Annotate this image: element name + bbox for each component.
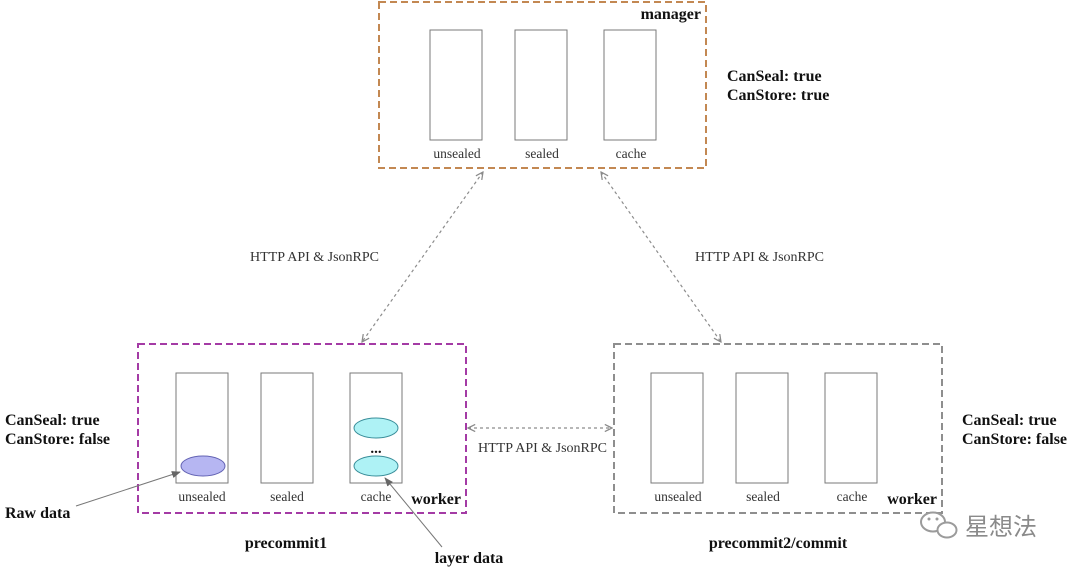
manager-bin-cache-label: cache xyxy=(616,146,647,161)
precommit2-caption: precommit2/commit xyxy=(709,535,848,552)
layer-data-ellipse-bottom xyxy=(353,455,399,477)
manager-precommit1-connector xyxy=(362,172,483,342)
precommit1-worker-label: worker xyxy=(411,491,461,508)
manager-bin-cache xyxy=(603,29,657,141)
manager-precommit1-connector-label: HTTP API & JsonRPC xyxy=(250,250,379,265)
wechat-icon-eye-right xyxy=(935,517,939,521)
raw-data-annotation: Raw data xyxy=(5,505,70,522)
precommit2-dashed-border xyxy=(613,343,943,514)
precommit1-bin-unsealed-label: unsealed xyxy=(178,489,225,504)
manager-bin-sealed-label: sealed xyxy=(525,146,559,161)
precommit1-bin-cache-label: cache xyxy=(361,489,392,504)
precommit1-bin-sealed xyxy=(260,372,314,484)
manager-node: manager unsealed sealed cache xyxy=(378,1,707,169)
precommit2-bin-cache-label: cache xyxy=(837,489,868,504)
precommit2-worker-label: worker xyxy=(887,491,937,508)
manager-bin-unsealed xyxy=(429,29,483,141)
manager-label: manager xyxy=(641,6,701,23)
precommit1-canstore: CanStore: false xyxy=(5,431,110,448)
layer-data-ellipsis: ... xyxy=(370,441,382,457)
manager-capabilities: CanSeal: true CanStore: true xyxy=(727,68,829,104)
watermark-text: 星想法 xyxy=(965,514,1037,541)
raw-data-ellipse xyxy=(180,455,226,477)
precommit2-capabilities: CanSeal: true CanStore: false xyxy=(962,412,1067,448)
precommit2-canseal: CanSeal: true xyxy=(962,412,1057,429)
raw-data-pointer-arrow xyxy=(75,471,181,507)
manager-dashed-border xyxy=(378,1,707,169)
precommit2-bin-unsealed-label: unsealed xyxy=(654,489,701,504)
manager-bin-unsealed-label: unsealed xyxy=(433,146,480,161)
manager-bin-sealed xyxy=(514,29,568,141)
manager-precommit2-connector xyxy=(601,172,721,342)
wechat-icon xyxy=(920,511,958,539)
wechat-icon-eye-left xyxy=(927,517,931,521)
manager-precommit2-connector-label: HTTP API & JsonRPC xyxy=(695,250,824,265)
precommit1-bin-sealed-label: sealed xyxy=(270,489,304,504)
manager-canseal: CanSeal: true xyxy=(727,68,822,85)
layer-data-ellipse-top xyxy=(353,417,399,439)
precommit2-worker-node: unsealed sealed cache worker xyxy=(613,343,943,514)
precommit2-bin-sealed xyxy=(735,372,789,484)
precommit1-canseal: CanSeal: true xyxy=(5,412,100,429)
precommit2-bin-unsealed xyxy=(650,372,704,484)
precommit2-canstore: CanStore: false xyxy=(962,431,1067,448)
layer-data-annotation: layer data xyxy=(435,550,504,567)
precommit2-bin-sealed-label: sealed xyxy=(746,489,780,504)
wechat-icon-bubble-small xyxy=(936,521,958,539)
precommit1-worker-node: ... unsealed sealed cache worker xyxy=(137,343,467,514)
precommit1-dashed-border xyxy=(137,343,467,514)
manager-canstore: CanStore: true xyxy=(727,87,829,104)
precommit1-capabilities: CanSeal: true CanStore: false xyxy=(5,412,110,448)
precommit1-precommit2-connector-label: HTTP API & JsonRPC xyxy=(478,441,607,456)
precommit2-bin-cache xyxy=(824,372,878,484)
precommit1-caption: precommit1 xyxy=(245,535,327,552)
layer-data-pointer-arrow xyxy=(384,477,443,548)
